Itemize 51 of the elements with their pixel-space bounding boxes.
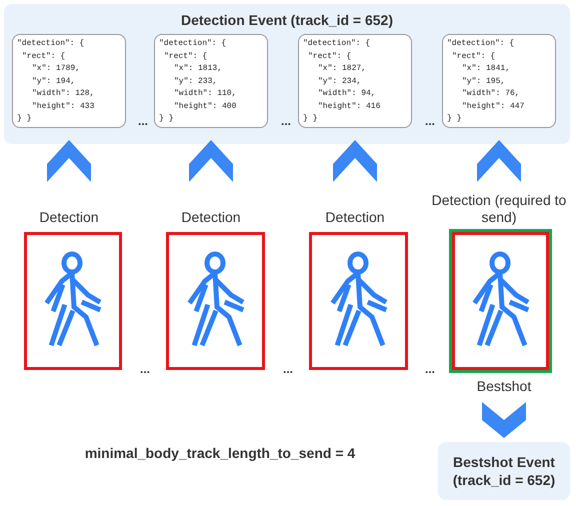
code-line: "x": 1813, — [174, 63, 222, 75]
ellipsis-text: ... — [140, 361, 150, 378]
code-line: "width": 94, — [318, 88, 376, 100]
code-line: "x": 1789, — [32, 63, 80, 75]
code-line: } } — [447, 113, 462, 125]
code-line: "height": 433 — [32, 100, 94, 112]
code-line: "height": 447 — [462, 100, 524, 112]
chevron-arrow — [189, 140, 233, 182]
code-card — [154, 34, 268, 128]
code-line: "rect": { — [164, 50, 208, 62]
note-text: minimal_body_track_length_to_send = 4 — [84, 444, 356, 463]
code-card — [442, 34, 556, 128]
code-line: } } — [303, 113, 318, 125]
ellipsis-text: ... — [138, 113, 148, 130]
chevron-arrow — [482, 402, 526, 438]
code-line: "width": 76, — [462, 88, 520, 100]
image-frame — [24, 232, 122, 370]
code-card — [298, 34, 412, 128]
code-line: } } — [17, 113, 32, 125]
code-line: "height": 416 — [318, 100, 380, 112]
panel-title: Detection Event (track_id = 652) — [180, 11, 394, 30]
event-panel — [4, 4, 570, 144]
code-line: "height": 400 — [174, 100, 236, 112]
code-line: "y": 234, — [318, 76, 362, 88]
code-line: "y": 195, — [462, 76, 506, 88]
code-line: "rect": { — [308, 50, 352, 62]
code-line: "rect": { — [22, 50, 66, 62]
code-line: "rect": { — [452, 50, 496, 62]
ellipsis-text: ... — [280, 113, 291, 130]
code-line: "width": 110, — [174, 88, 236, 100]
code-line: "detection": { — [159, 38, 226, 50]
code-line: "y": 233, — [174, 76, 218, 88]
code-line: "detection": { — [447, 38, 514, 50]
image-frame — [452, 232, 549, 370]
code-line: "x": 1841, — [462, 63, 510, 75]
image-frame — [309, 232, 408, 370]
code-line: "detection": { — [303, 38, 370, 50]
chevron-arrow — [47, 140, 91, 182]
code-line: } } — [159, 113, 174, 125]
ellipsis-text: ... — [282, 361, 293, 378]
ellipsis-text: ... — [424, 361, 435, 378]
event-title: Bestshot Event (track_id = 652) — [452, 453, 556, 489]
chevron-arrow — [477, 140, 521, 182]
code-line: "x": 1827, — [318, 63, 366, 75]
image-frame — [166, 232, 265, 370]
code-line: "width": 128, — [32, 88, 94, 100]
chevron-arrow — [333, 140, 377, 182]
code-line: "y": 194, — [32, 76, 76, 88]
ellipsis-text: ... — [424, 113, 435, 130]
code-card — [12, 34, 126, 128]
code-line: "detection": { — [17, 38, 84, 50]
